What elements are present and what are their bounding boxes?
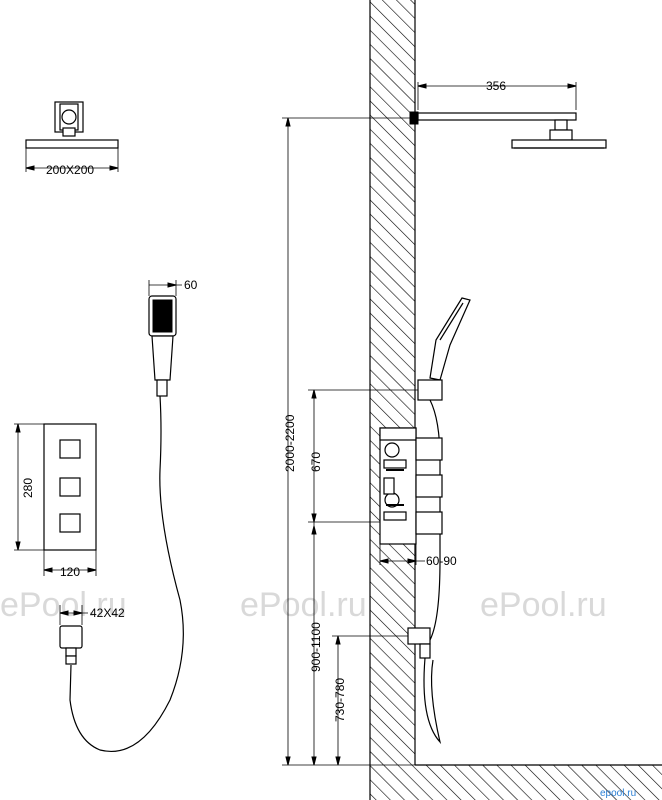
dim-outlet-height: 730-780 bbox=[332, 635, 408, 766]
hand-shower-side-view bbox=[417, 297, 471, 641]
dim-mixer-height: 900-1100 bbox=[309, 522, 323, 766]
dim-total-height: 2000-2200 bbox=[282, 117, 415, 766]
wall-outlet-front-view: 42X42 bbox=[59, 605, 125, 665]
dim-slide-height: 670 bbox=[308, 389, 418, 523]
dim-arm-length: 356 bbox=[417, 79, 577, 110]
dim-120-label: 120 bbox=[60, 565, 80, 579]
dim-900-1100-label: 900-1100 bbox=[309, 622, 323, 672]
watermark-right: ePool.ru bbox=[480, 586, 607, 624]
wall-outlet-side-view bbox=[407, 627, 442, 745]
dim-280-label: 280 bbox=[21, 478, 35, 498]
overhead-shower-front-view: 200X200 bbox=[25, 101, 119, 177]
dim-60-90-label: 60-90 bbox=[426, 554, 457, 568]
dim-42x42-label: 42X42 bbox=[90, 606, 125, 620]
dim-200x200-label: 200X200 bbox=[46, 163, 94, 177]
overhead-shower-side-view bbox=[409, 111, 607, 149]
watermark-center: ePool.ru bbox=[240, 586, 367, 624]
mixer-side-view bbox=[379, 427, 443, 545]
dim-356-label: 356 bbox=[486, 79, 506, 93]
dim-depth: 60-90 bbox=[379, 544, 457, 568]
corner-brand: epool.ru bbox=[600, 788, 636, 799]
dim-2000-2200-label: 2000-2200 bbox=[283, 414, 297, 472]
hand-shower-front-view: 60 bbox=[69, 278, 198, 752]
dim-60-label: 60 bbox=[184, 278, 198, 292]
watermarks: ePool.ru ePool.ru ePool.ru bbox=[0, 586, 607, 624]
dim-670-label: 670 bbox=[309, 452, 323, 472]
dim-730-780-label: 730-780 bbox=[333, 678, 347, 722]
watermark-left: ePool.ru bbox=[0, 586, 127, 624]
mixer-panel-front-view: 280 120 bbox=[14, 423, 97, 579]
